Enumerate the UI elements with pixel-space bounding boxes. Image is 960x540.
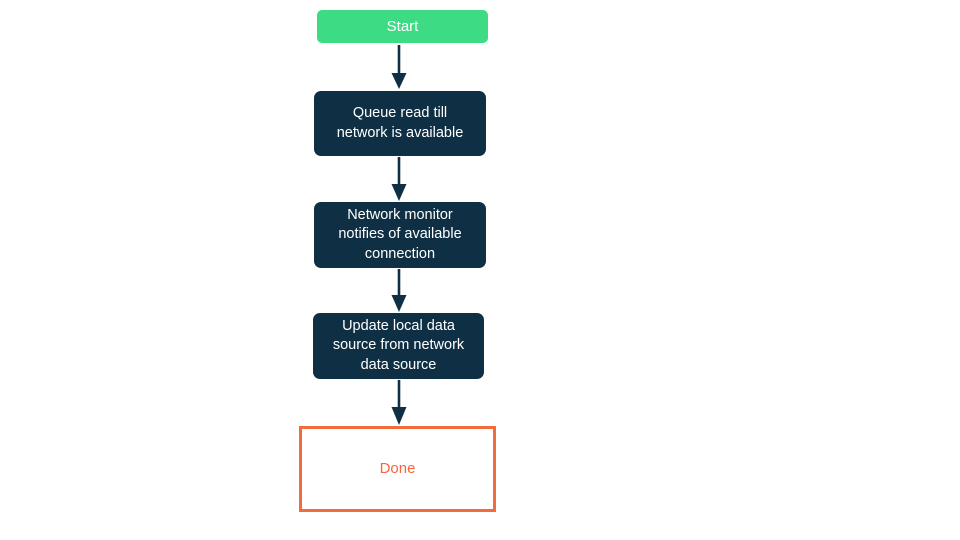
flow-arrow-start-to-queue-read [391, 45, 407, 89]
flow-node-start[interactable]: Start [317, 10, 488, 43]
flow-arrow-queue-read-to-network-monitor [391, 157, 407, 201]
flow-node-update-local-label: Update local data source from network da… [332, 318, 465, 373]
flow-node-network-monitor-label: Network monitor notifies of available co… [338, 207, 462, 262]
flow-node-done-label: Done [379, 460, 416, 478]
flow-arrow-network-monitor-to-update-local [391, 269, 407, 312]
flow-node-update-local[interactable]: Update local data source from network da… [313, 313, 484, 379]
flow-node-queue-read[interactable]: Queue read till network is available [314, 91, 486, 156]
flow-arrow-update-local-to-done [391, 380, 407, 425]
flow-node-done[interactable]: Done [299, 426, 496, 512]
flow-node-start-label: Start [386, 17, 419, 35]
flow-node-network-monitor[interactable]: Network monitor notifies of available co… [314, 202, 486, 268]
flow-node-queue-read-label: Queue read till network is available [336, 105, 464, 141]
